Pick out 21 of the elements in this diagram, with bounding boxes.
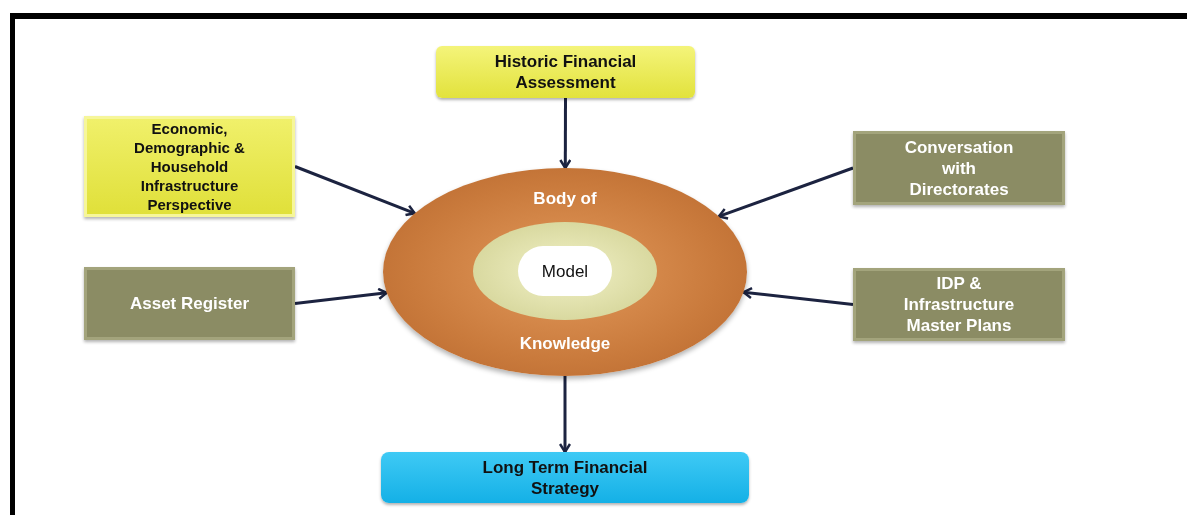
process-box <box>84 116 295 217</box>
node-label: Long Term Financial Strategy <box>481 456 649 499</box>
process-box <box>84 267 295 340</box>
node-label: Economic, Demographic & Household Infrastructure Perspective <box>133 119 246 214</box>
node-label: Conversation with Directorates <box>903 136 1015 200</box>
process-box <box>436 46 695 98</box>
node-label: Knowledge <box>519 333 611 354</box>
arrow <box>294 165 416 217</box>
node-label: IDP & Infrastructure Master Plans <box>902 273 1016 336</box>
node-label: Body of <box>533 188 597 209</box>
arrow <box>558 376 572 454</box>
process-box <box>853 131 1065 205</box>
node-label: Model <box>518 246 612 296</box>
node-label: Historic Financial Assessment <box>493 51 638 93</box>
node-label: Asset Register <box>129 293 250 314</box>
process-box <box>853 268 1065 341</box>
arrow <box>717 166 854 220</box>
arrow <box>294 287 388 305</box>
arrow <box>559 98 572 170</box>
process-box <box>381 452 749 503</box>
arrow <box>742 286 854 306</box>
